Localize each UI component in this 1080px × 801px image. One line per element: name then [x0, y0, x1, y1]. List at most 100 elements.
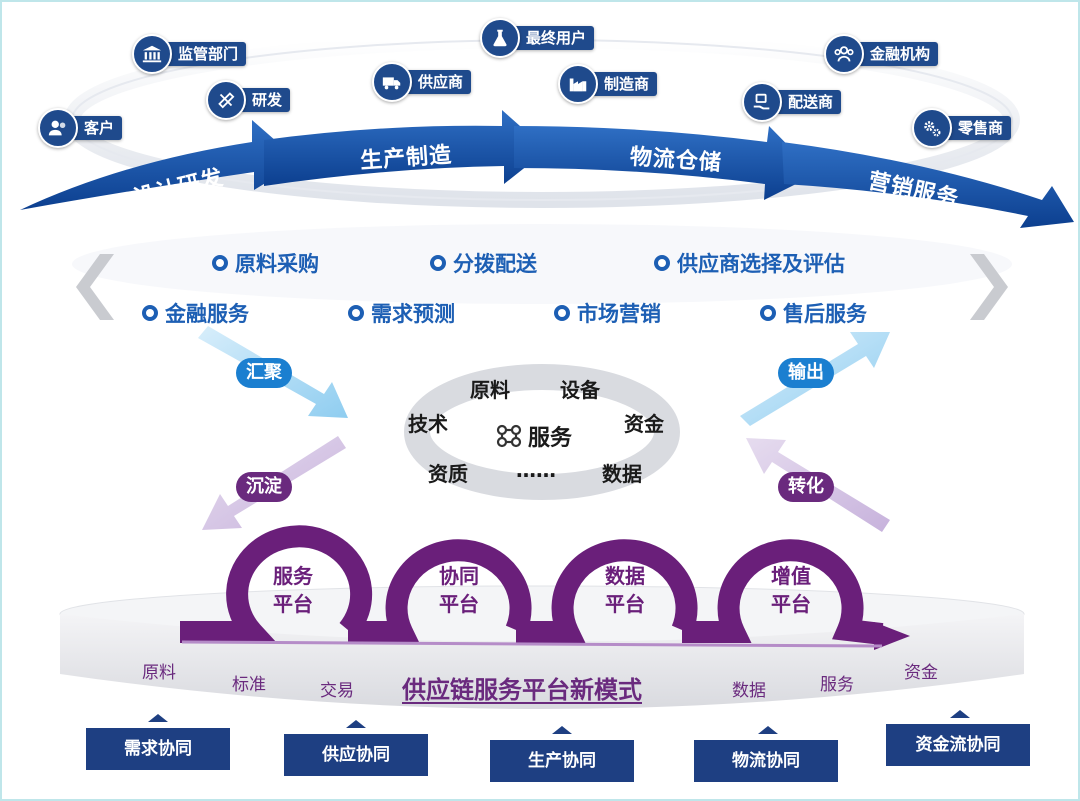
role-financial: 金融机构	[824, 34, 939, 74]
circle-arrow-icon	[142, 305, 158, 321]
role-manufacturer: 制造商	[558, 64, 658, 104]
loop-4	[682, 539, 884, 645]
flow-transform-pill: 转化	[778, 472, 834, 502]
circle-arrow-icon	[212, 255, 228, 271]
stage-arrow-3	[514, 126, 816, 200]
platform-base-side	[60, 614, 1024, 709]
up-triangle-icon	[758, 726, 778, 734]
collab-demand: 需求协同	[86, 728, 230, 770]
users-icon	[38, 108, 78, 148]
platform-collaboration-line2: 平台	[439, 592, 479, 616]
hand-coin-icon	[742, 82, 782, 122]
resource-ellipsis: ……	[516, 458, 556, 482]
up-triangle-icon	[148, 714, 168, 722]
up-triangle-icon	[346, 720, 366, 728]
circle-arrow-icon	[760, 305, 776, 321]
role-label: 供应商	[406, 70, 472, 94]
loop-1	[180, 525, 373, 643]
circle-arrow-icon	[348, 305, 364, 321]
truck-icon	[372, 62, 412, 102]
flow-output-pill: 输出	[778, 358, 834, 388]
platform-collaboration-line1: 协同	[439, 564, 479, 588]
role-label: 零售商	[946, 116, 1012, 140]
platform-service-line2: 平台	[273, 592, 313, 616]
stage-label-logistics: 物流仓储	[629, 144, 723, 177]
platform-value-added: 增值 平台	[751, 562, 831, 618]
service-after-sales: 售后服务	[760, 298, 867, 328]
group-icon	[824, 34, 864, 74]
platform-value-added-line1: 增值	[771, 564, 811, 588]
role-label: 金融机构	[858, 42, 939, 66]
base-word-standard: 标准	[232, 675, 266, 695]
platform-loops	[180, 525, 884, 645]
pencil-ruler-icon	[206, 80, 246, 120]
flow-settle-pill: 沉淀	[236, 472, 292, 502]
service-marketing: 市场营销	[554, 298, 661, 328]
circle-arrow-icon	[554, 305, 570, 321]
resource-technology: 技术	[408, 412, 448, 436]
center-core: 服务	[494, 420, 572, 452]
resource-qualification: 资质	[428, 462, 468, 486]
loops-arrowhead	[874, 622, 910, 650]
role-regulator: 监管部门	[132, 34, 247, 74]
role-distributor: 配送商	[742, 82, 842, 122]
service-supplier-evaluation: 供应商选择及评估	[654, 248, 845, 278]
service-demand-forecast: 需求预测	[348, 298, 455, 328]
role-supplier: 供应商	[372, 62, 472, 102]
up-triangle-icon	[950, 710, 970, 718]
loop-2	[348, 539, 532, 643]
stage-label-production: 生产制造	[359, 142, 453, 175]
circle-arrow-icon	[430, 255, 446, 271]
command-icon	[496, 424, 522, 448]
role-end-user: 最终用户	[480, 18, 595, 58]
platform-service: 服务 平台	[253, 562, 333, 618]
resource-equipment: 设备	[560, 378, 600, 402]
platform-data: 数据 平台	[585, 562, 665, 618]
platform-collaboration: 协同 平台	[419, 562, 499, 618]
role-label: 监管部门	[166, 42, 247, 66]
center-core-label: 服务	[528, 426, 573, 451]
role-label: 研发	[240, 88, 291, 112]
collab-logistics: 物流协同	[694, 740, 838, 782]
stage-arrow-2	[264, 110, 547, 186]
loop-3	[516, 539, 698, 643]
stage-arrow-1	[20, 120, 300, 210]
flask-icon	[480, 18, 520, 58]
stage-arrow-4	[782, 142, 1074, 228]
platform-service-line1: 服务	[273, 564, 313, 588]
service-distribution: 分拨配送	[430, 248, 537, 278]
role-retailer: 零售商	[912, 108, 1012, 148]
role-label: 制造商	[592, 72, 658, 96]
service-finance: 金融服务	[142, 298, 249, 328]
up-triangle-icon	[552, 726, 572, 734]
collab-capital-flow: 资金流协同	[886, 724, 1030, 766]
role-customer: 客户	[38, 108, 123, 148]
collab-supply: 供应协同	[284, 734, 428, 776]
resource-ring	[404, 364, 680, 500]
circle-arrow-icon	[654, 255, 670, 271]
gears-icon	[912, 108, 952, 148]
role-label: 客户	[72, 116, 123, 140]
right-chevron	[970, 254, 1008, 320]
role-label: 配送商	[776, 90, 842, 114]
main-title: 供应链服务平台新模式	[402, 676, 642, 704]
base-word-transaction: 交易	[320, 681, 354, 701]
base-word-service: 服务	[820, 675, 854, 695]
service-raw-material-purchasing: 原料采购	[212, 248, 319, 278]
collab-production: 生产协同	[490, 740, 634, 782]
role-label: 最终用户	[514, 26, 595, 50]
factory-icon	[558, 64, 598, 104]
resource-material: 原料	[470, 378, 510, 402]
base-word-capital: 资金	[904, 663, 938, 683]
resource-capital: 资金	[624, 412, 664, 436]
glow-band	[72, 224, 1012, 304]
role-rnd: 研发	[206, 80, 291, 120]
resource-data: 数据	[602, 462, 642, 486]
platform-data-line1: 数据	[605, 564, 645, 588]
base-word-data: 数据	[732, 681, 766, 701]
loop-sheen	[181, 640, 883, 648]
left-chevron	[76, 254, 114, 320]
base-word-material: 原料	[142, 663, 176, 683]
platform-value-added-line2: 平台	[771, 592, 811, 616]
platform-data-line2: 平台	[605, 592, 645, 616]
